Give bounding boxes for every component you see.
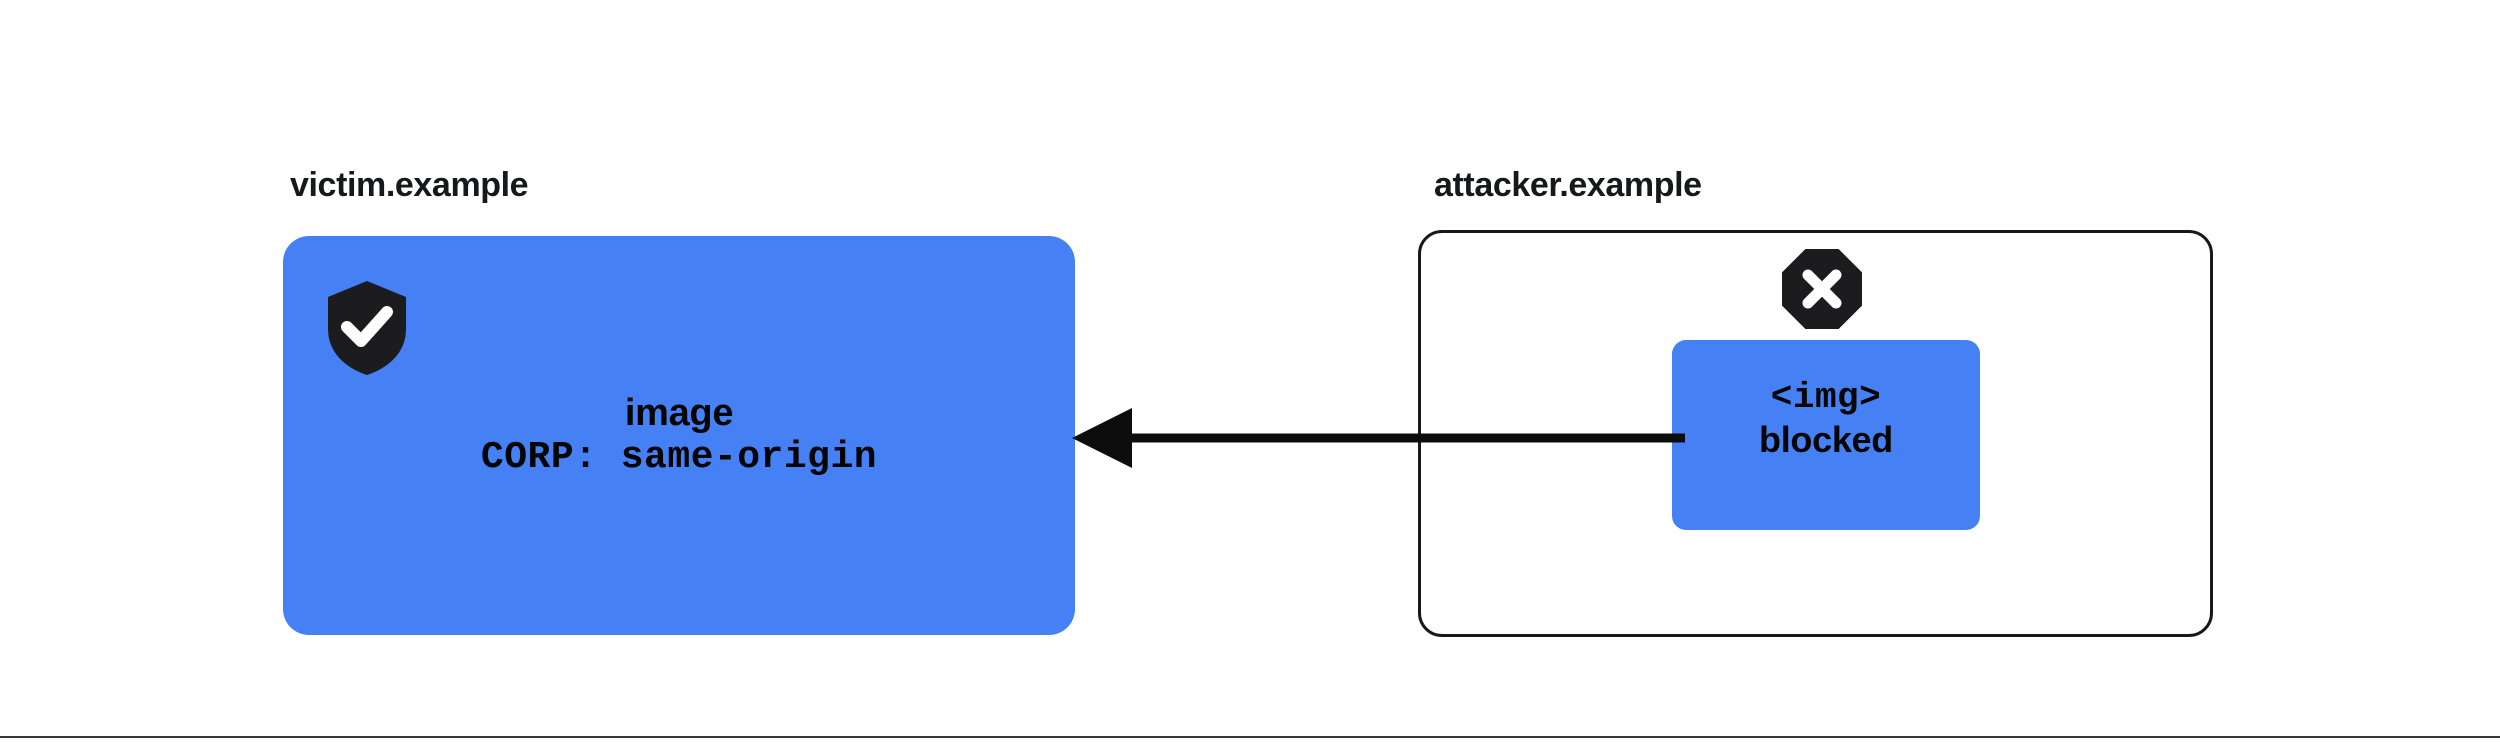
- victim-resource-name: image: [624, 392, 734, 434]
- victim-corp-header: CORP: same-origin: [480, 435, 878, 479]
- attacker-element-tag: <img>: [1770, 377, 1882, 418]
- victim-origin-label: victim.example: [290, 166, 529, 204]
- octagon-x-icon: [1782, 249, 1862, 329]
- attacker-origin-label: attacker.example: [1434, 166, 1702, 204]
- shield-check-icon: [328, 281, 406, 375]
- attacker-img-text: <img> blocked: [1672, 377, 1980, 462]
- attacker-status-text: blocked: [1759, 419, 1893, 461]
- victim-resource-text: image CORP: same-origin: [283, 391, 1075, 481]
- attacker-img-element-box: <img> blocked: [1672, 340, 1980, 530]
- victim-resource-box: image CORP: same-origin: [283, 236, 1075, 635]
- left-arrow-icon: [1072, 408, 1685, 468]
- horizontal-rule-divider: [0, 736, 2500, 738]
